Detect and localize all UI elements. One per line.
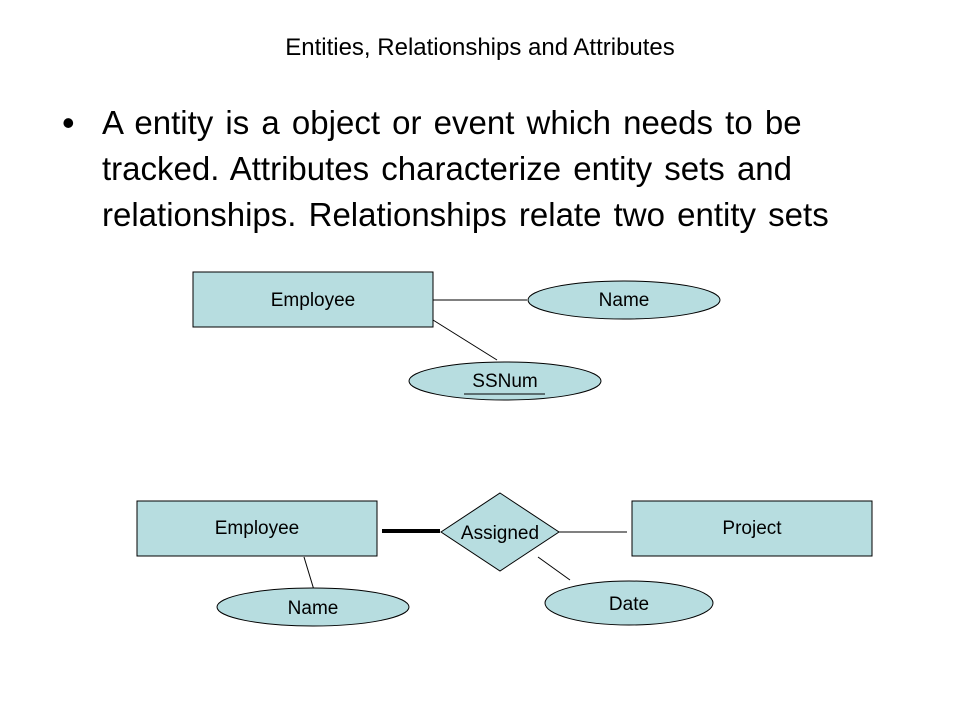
slide-title: Entities, Relationships and Attributes <box>285 34 675 61</box>
attribute-name-label: Name <box>599 290 650 311</box>
relationship-assigned <box>440 492 560 572</box>
entity-employee <box>192 271 434 328</box>
connector-employee-ssnum <box>432 319 498 361</box>
attribute-date <box>544 580 714 626</box>
entity-employee-label: Employee <box>271 290 356 311</box>
bullet-dot-icon: • <box>62 102 75 143</box>
entity-employee-label: Employee <box>215 518 300 539</box>
diagram-relationship: Employee Assigned Project Name Date <box>136 492 873 627</box>
bullet-text: A entity is a object or event which need… <box>102 104 829 233</box>
attribute-name-label: Name <box>288 598 339 619</box>
attribute-name <box>216 587 410 627</box>
attribute-date-label: Date <box>609 594 649 615</box>
attribute-name <box>527 280 721 320</box>
connector-employee-name <box>303 556 315 591</box>
entity-employee <box>136 500 378 557</box>
connector-assigned-date <box>537 556 571 581</box>
attribute-ssnum-label: SSNum <box>472 371 537 392</box>
entity-project <box>631 500 873 557</box>
entity-project-label: Project <box>722 518 782 539</box>
attribute-ssnum-key <box>408 361 602 401</box>
relationship-assigned-label: Assigned <box>461 523 539 544</box>
diagram-entity-attributes: Employee Name SSNum <box>192 271 721 401</box>
